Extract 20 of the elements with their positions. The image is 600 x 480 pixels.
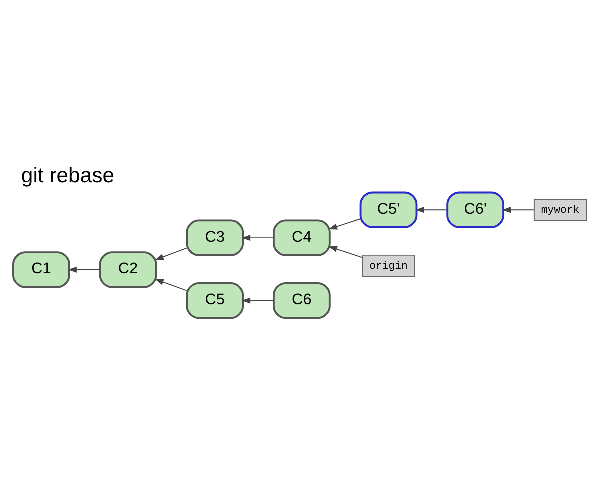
arrow [416,207,448,214]
node-box: origin [362,254,416,278]
arrow [155,248,188,260]
node-box: C2 [99,252,158,288]
arrow [502,207,535,214]
arrow [328,246,363,258]
node-box: C5 [186,282,244,320]
node-box: C6 [273,282,331,320]
arrow [242,235,274,242]
arrow [242,298,274,304]
node-box: C4 [273,220,331,256]
diagram-title: git rebase [21,164,115,188]
node-box: C6' [446,192,505,228]
node-box: C5' [360,192,418,228]
arrow [155,279,188,292]
node-box: C3 [186,220,244,256]
arrow [68,266,100,273]
node-box: mywork [534,199,587,222]
node-box: C1 [12,252,70,288]
arrow [328,218,361,230]
